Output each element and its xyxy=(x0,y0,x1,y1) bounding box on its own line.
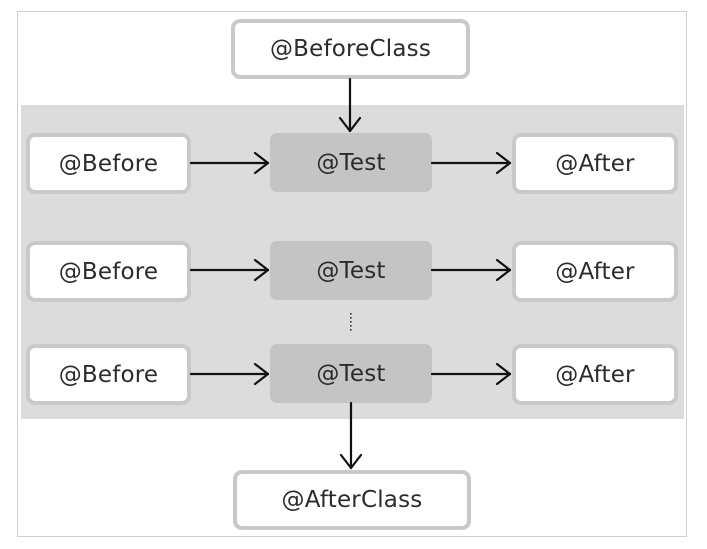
after-node-row-3: @After xyxy=(512,344,678,405)
arrow-before-to-test-row-2 xyxy=(189,258,270,282)
after-node-row-2: @After xyxy=(512,241,678,302)
arrow-before-to-test-row-1 xyxy=(189,151,270,175)
after-node-row-1: @After xyxy=(512,133,678,194)
after-class-node: @AfterClass xyxy=(233,470,471,530)
arrow-test-to-after-row-3 xyxy=(430,362,512,386)
vertical-ellipsis xyxy=(350,313,352,331)
test-node-row-2: @Test xyxy=(270,241,432,300)
before-node-row-1: @Before xyxy=(26,133,191,194)
arrow-test-to-after-row-1 xyxy=(430,151,512,175)
arrow-test-to-after-row-2 xyxy=(430,258,512,282)
test-node-row-3: @Test xyxy=(270,344,432,403)
before-node-row-2: @Before xyxy=(26,241,191,302)
before-class-node: @BeforeClass xyxy=(231,19,470,79)
test-node-row-1: @Test xyxy=(270,133,432,192)
arrow-before-to-test-row-3 xyxy=(189,362,270,386)
arrow-test-to-afterclass xyxy=(339,401,363,470)
before-node-row-3: @Before xyxy=(26,344,191,405)
arrow-beforeclass-to-test xyxy=(338,77,362,133)
